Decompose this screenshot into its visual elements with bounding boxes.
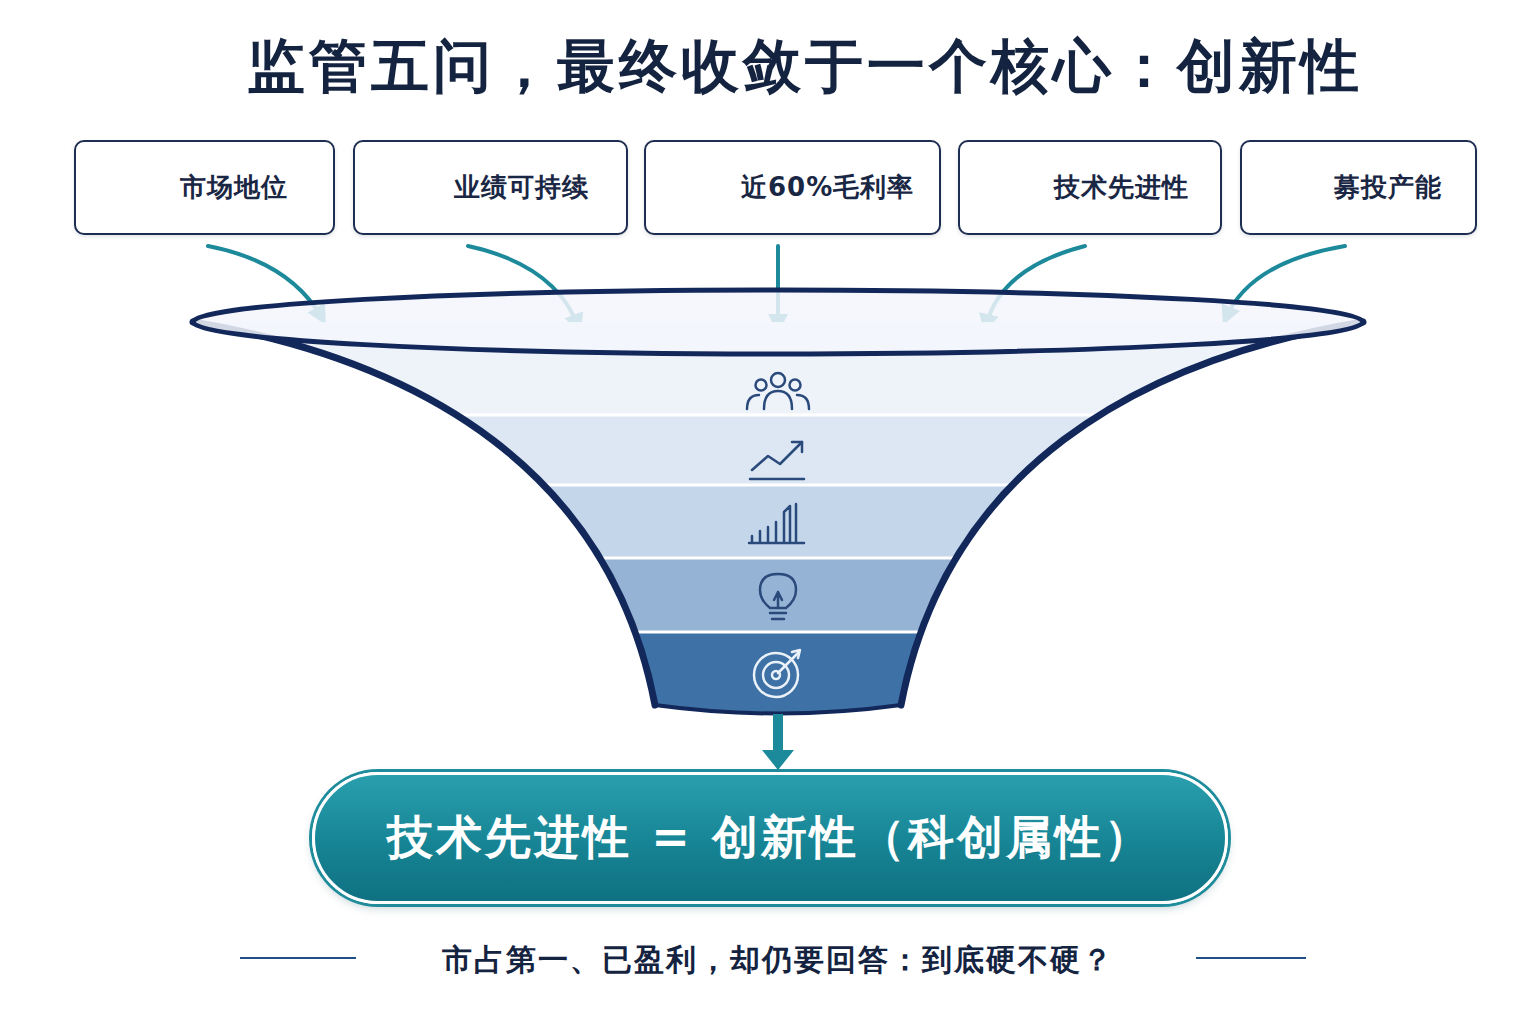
question-label: 近60%毛利率 (741, 170, 914, 205)
question-box: 近60%毛利率 (644, 140, 941, 235)
outflow-arrow-head (762, 750, 794, 770)
funnel-rim (193, 290, 1363, 354)
target-icon (754, 650, 800, 697)
question-box: 募投产能 (1240, 140, 1477, 235)
funnel-band (180, 558, 1380, 632)
question-label: 募投产能 (1334, 170, 1442, 205)
conclusion-pill: 技术先进性 = 创新性（科创属性） (312, 772, 1228, 904)
conclusion-text: 技术先进性 = 创新性（科创属性） (387, 807, 1153, 869)
question-label: 市场地位 (180, 170, 288, 205)
question-box: 技术先进性 (958, 140, 1222, 235)
question-label: 业绩可持续 (454, 170, 589, 205)
diagram-caption: 市占第一、已盈利，却仍要回答：到底硬不硬？ (360, 940, 1196, 981)
band-separators (180, 415, 1380, 632)
trend-icon (750, 442, 804, 479)
outflow-arrow (773, 714, 783, 752)
question-box: 业绩可持续 (353, 140, 628, 235)
funnel-band (180, 485, 1380, 558)
bars-icon (749, 504, 804, 543)
funnel-band (180, 415, 1380, 485)
diagram-title: 监管五问，最终收敛于一个核心：创新性 (190, 28, 1420, 106)
people-icon (747, 373, 809, 409)
question-label: 技术先进性 (1054, 170, 1189, 205)
bulb-icon (760, 574, 796, 619)
funnel-icons (747, 373, 809, 697)
funnel-bands (180, 300, 1380, 732)
question-box: 市场地位 (74, 140, 335, 235)
funnel-outline (193, 322, 1363, 714)
